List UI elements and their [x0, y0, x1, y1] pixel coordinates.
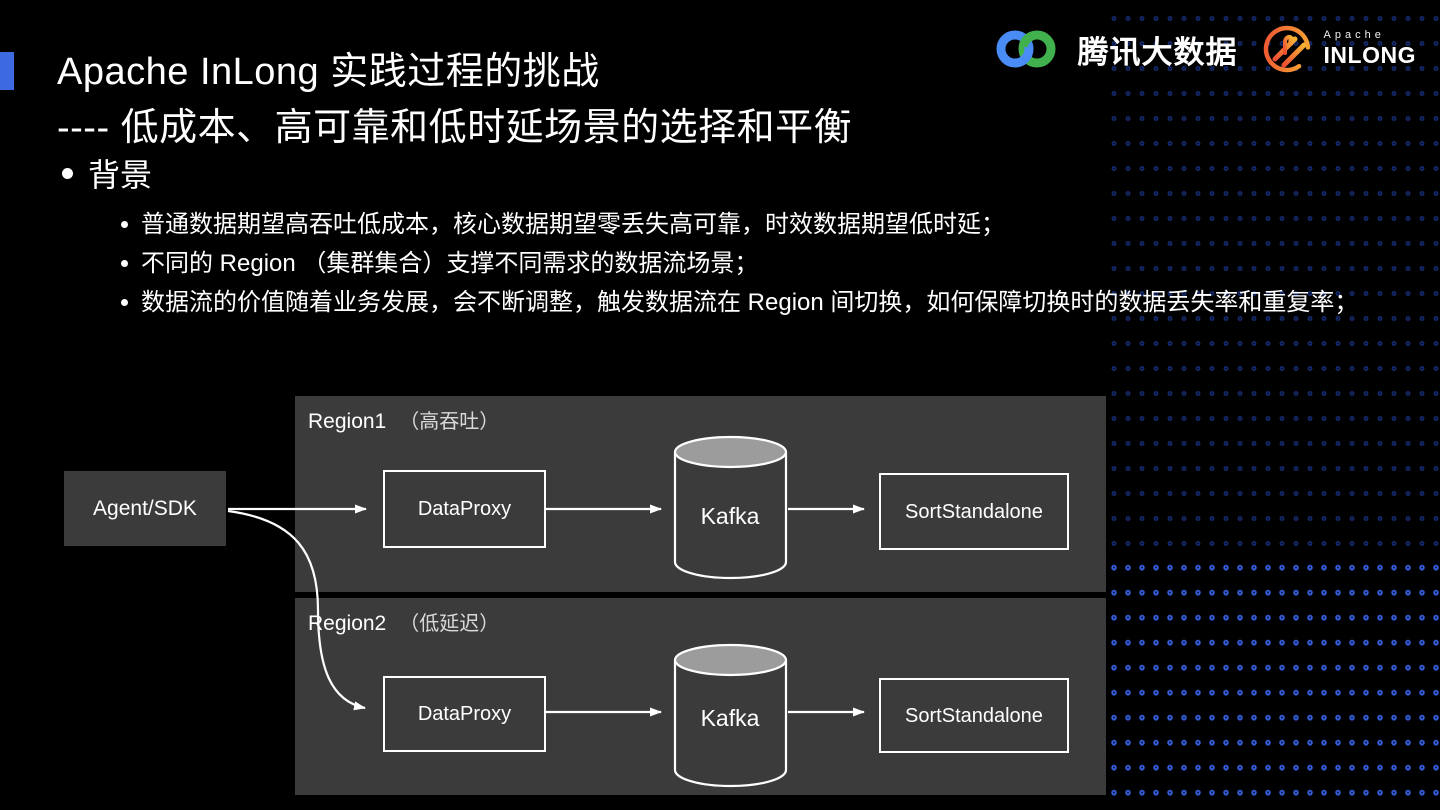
agent-sdk-node: Agent/SDK [64, 471, 226, 546]
region2-qualifier: （低延迟） [399, 613, 500, 635]
tencent-infinity-icon [996, 30, 1056, 68]
list-item: 普通数据期望高吞吐低成本，核心数据期望零丢失高可靠，时效数据期望低时延； [121, 206, 1376, 243]
bullet-text-3: 数据流的价值随着业务发展，会不断调整，触发数据流在 Region 间切换，如何保… [141, 289, 1359, 316]
bullet-text-1: 普通数据期望高吞吐低成本，核心数据期望零丢失高可靠，时效数据期望低时延； [141, 211, 1005, 238]
region1-sortstandalone-node: SortStandalone [879, 473, 1069, 550]
region1-sortstandalone-label: SortStandalone [905, 500, 1043, 523]
region2-kafka-label: Kafka [700, 705, 760, 731]
bullet-dot [121, 260, 128, 267]
bullet-list: 普通数据期望高吞吐低成本，核心数据期望零丢失高可靠，时效数据期望低时延； 不同的… [121, 206, 1376, 323]
region1-dataproxy-node: DataProxy [383, 470, 546, 548]
region2-sortstandalone-node: SortStandalone [879, 678, 1069, 753]
flow-arrows [227, 504, 865, 717]
list-item: 数据流的价值随着业务发展，会不断调整，触发数据流在 Region 间切换，如何保… [121, 284, 1376, 321]
logo-bar: 腾讯大数据 Apache INLONG [988, 22, 1416, 76]
bullet-dot [62, 167, 73, 179]
region2-kafka-cylinder [673, 643, 788, 788]
region2-sortstandalone-label: SortStandalone [905, 704, 1043, 727]
region2-label: Region2 （低延迟） [295, 598, 1106, 636]
region2-name: Region2 [308, 612, 387, 635]
title-accent-bar [0, 52, 14, 90]
section-bullet: 背景 [62, 150, 152, 196]
inlong-name-label: INLONG [1323, 42, 1416, 69]
region2-dataproxy-node: DataProxy [383, 676, 546, 752]
bullet-dot [121, 299, 128, 306]
bullet-dot [121, 221, 128, 228]
title-line-1: Apache InLong 实践过程的挑战 [57, 51, 600, 93]
inlong-apache-label: Apache [1323, 29, 1385, 42]
region1-qualifier: （高吞吐） [399, 411, 500, 433]
apache-inlong-logo: Apache INLONG [1260, 22, 1416, 76]
page-title: Apache InLong 实践过程的挑战 ---- 低成本、高可靠和低时延场景… [57, 44, 852, 156]
region1-kafka-label: Kafka [700, 503, 760, 529]
region1-kafka-cylinder [673, 435, 788, 580]
title-line-2: ---- 低成本、高可靠和低时延场景的选择和平衡 [57, 107, 853, 149]
bullet-text-2: 不同的 Region （集群集合）支撑不同需求的数据流场景； [141, 250, 759, 277]
section-title: 背景 [88, 157, 153, 193]
tencent-bigdata-logo: 腾讯大数据 [988, 23, 1238, 75]
region1-name: Region1 [308, 410, 387, 433]
arrow-agent-to-dataproxy2 [227, 509, 366, 711]
inlong-bird-icon [1263, 25, 1310, 73]
tencent-logo-text: 腾讯大数据 [1077, 34, 1238, 70]
region1-label: Region1 （高吞吐） [295, 396, 1106, 434]
list-item: 不同的 Region （集群集合）支撑不同需求的数据流场景； [121, 245, 1376, 282]
inlong-logo-text: Apache INLONG [1324, 29, 1416, 68]
